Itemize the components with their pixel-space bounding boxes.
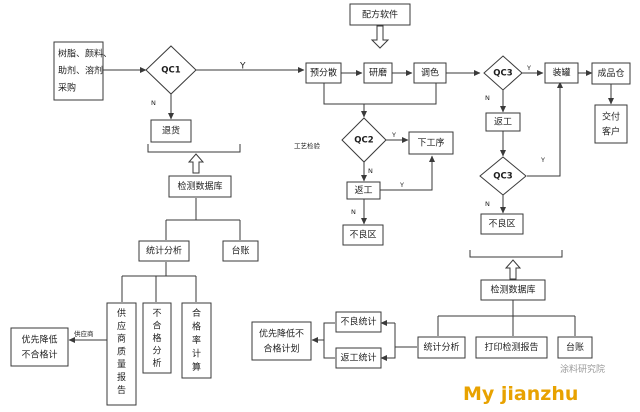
db-left-up-arrow [187,153,205,174]
statistical-analysis-left-box: 统计分析 [138,240,190,262]
raw-materials-purchase-box: 树脂、颜料、 助剂、溶剂 采购 [53,41,112,101]
priority-reduce-left-box: 优先降低 不合格计 [10,327,69,367]
formula-software-label: 配方软件 [362,9,398,21]
db-right-up-arrow [504,259,522,280]
tinting-box: 调色 [413,62,447,84]
finished-warehouse-box: 成品仓 [591,62,631,85]
rework-a-no-label: N [351,208,356,216]
rework-a-label: 返工 [354,184,372,196]
priority-reduce-left-line-1: 优先降低 [21,334,57,346]
raw-materials-line-2: 助剂、溶剂 [58,65,103,77]
qc1-decision: QC1 [145,45,197,95]
qc3-upper-no-label: N [485,94,490,102]
priority-reduce-left-line-2: 不合格计 [21,349,57,361]
qc3-lower-no-label: N [485,200,490,208]
priority-reduce-right-box: 优先降低不 合格计划 [251,321,312,361]
defect-area-box-b: 不良区 [480,213,524,235]
defect-statistics-box: 不良统计 [335,311,382,333]
ledger-right-box: 台账 [557,336,593,359]
qc3-lower-label: QC3 [493,172,512,182]
supplier-edge-label: 供应商 [74,329,94,338]
pass-rate-calc-box: 合格率计算 [181,302,212,379]
test-database-right-box: 检测数据库 [480,279,546,301]
statistical-analysis-right-label: 统计分析 [423,341,459,353]
statistical-analysis-left-label: 统计分析 [146,245,182,257]
pre-disperse-box: 预分散 [305,62,342,84]
watermark-site: My jianzhu [463,383,578,405]
watermark-tag: 涂料研究院 [560,363,605,375]
qc2-yes-label: Y [391,131,396,139]
rework-box-b: 返工 [485,112,521,132]
defect-area-a-label: 不良区 [349,229,376,241]
ledger-left-box: 台账 [222,240,259,262]
connectors [68,67,614,361]
deliver-customer-line-2: 客户 [602,126,620,138]
qc1-yes-label: Y [239,62,246,72]
deliver-customer-line-1: 交付 [602,111,620,123]
filling-label: 装罐 [552,67,570,79]
rework-statistics-box: 返工统计 [335,347,382,369]
statistical-analysis-right-box: 统计分析 [417,336,466,359]
finished-warehouse-label: 成品仓 [597,67,624,79]
qc3-lower-yes-label: Y [540,156,545,164]
deliver-customer-box: 交付 客户 [594,104,628,144]
nonconforming-analysis-box: 不合格分析 [142,302,172,374]
qc2-decision: QC2 [341,117,387,163]
pass-rate-calc-label: 合格率计算 [192,307,201,373]
edge-labels: Y N Y N Y N Y N Y N [151,62,545,217]
defect-statistics-label: 不良统计 [340,316,376,328]
next-process-box: 下工序 [408,131,454,155]
hollow-arrows [187,25,522,280]
raw-materials-line-1: 树脂、颜料、 [58,48,112,60]
ledger-left-label: 台账 [231,245,249,257]
qc2-no-label: N [368,167,373,175]
priority-reduce-right-line-1: 优先降低不 [259,328,304,340]
qc1-no-label: N [151,99,156,107]
tinting-label: 调色 [421,67,439,79]
print-test-report-box: 打印检测报告 [475,336,548,359]
qc2-label: QC2 [354,136,373,146]
test-database-right-label: 检测数据库 [490,284,535,296]
test-database-left-box: 检测数据库 [168,175,232,198]
rework-statistics-label: 返工统计 [340,352,376,364]
qc3-upper-decision: QC3 [483,55,523,91]
print-test-report-label: 打印检测报告 [484,341,538,353]
qc3-lower-decision: QC3 [479,156,527,196]
qc1-label: QC1 [161,66,180,76]
grinding-label: 研磨 [369,68,387,79]
grinding-box: 研磨 [363,62,393,84]
qc3-upper-yes-label: Y [526,64,531,72]
supplier-quality-report-label: 供应商质量报告 [117,307,126,396]
test-database-left-label: 检测数据库 [177,180,222,192]
raw-materials-line-3: 采购 [58,82,76,94]
process-check-label: 工艺检验 [294,141,321,150]
rework-box-a: 返工 [346,181,381,200]
rework-b-label: 返工 [494,116,512,128]
qc3-upper-label: QC3 [493,69,512,79]
supplier-quality-report-box: 供应商质量报告 [106,302,137,406]
priority-reduce-right-line-2: 合格计划 [263,343,299,355]
qc2-loop-yes-label: Y [399,181,404,189]
ledger-right-label: 台账 [566,341,584,353]
pre-disperse-label: 预分散 [310,67,337,79]
watermark: 涂料研究院 My jianzhu [463,363,605,405]
defect-area-box-a: 不良区 [342,224,384,246]
nonconforming-analysis-label: 不合格分析 [152,308,161,369]
defect-area-b-label: 不良区 [488,218,515,230]
return-label: 退货 [162,125,180,137]
return-box: 退货 [150,119,192,143]
formula-software-arrow [370,25,390,49]
formula-software-box: 配方软件 [349,3,411,26]
filling-box: 装罐 [544,62,579,84]
next-process-label: 下工序 [417,137,444,149]
